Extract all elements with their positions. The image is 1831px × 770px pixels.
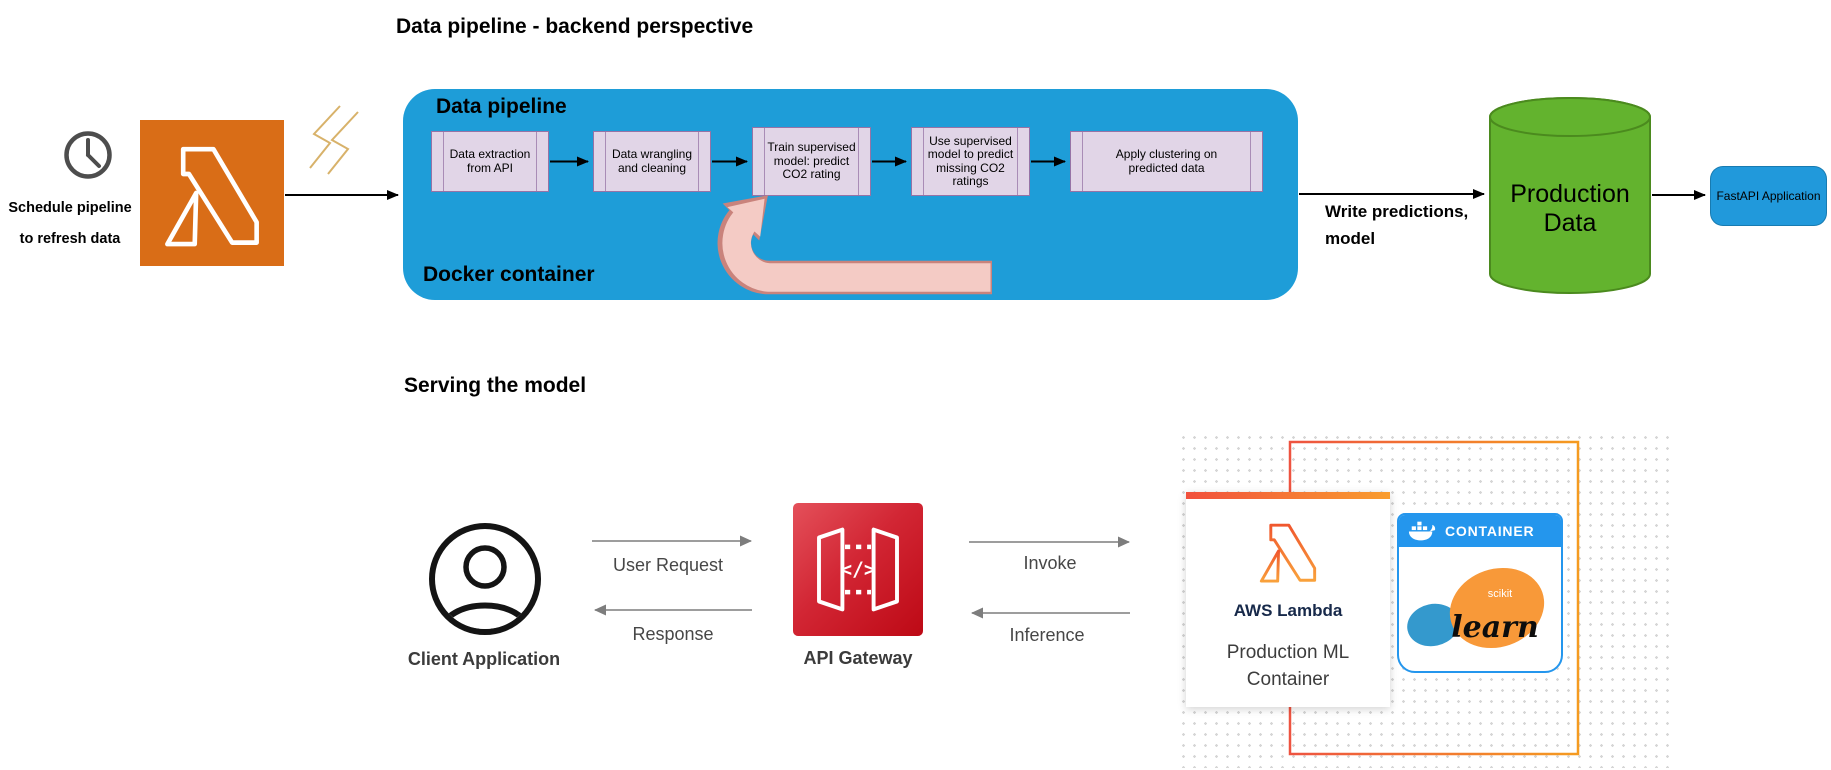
client-application-label: Client Application <box>407 649 561 669</box>
pipeline-step-data-wrangling: Data wrangling and cleaning <box>593 131 711 192</box>
container-header-label: CONTAINER <box>1445 523 1535 539</box>
database-cylinder-icon <box>1489 97 1651 294</box>
docker-container-label: Docker container <box>423 263 595 286</box>
user-request-label: User Request <box>612 555 724 575</box>
fastapi-application-box: FastAPI Application <box>1710 166 1827 226</box>
serving-section-title: Serving the model <box>404 374 587 397</box>
write-predictions-note: Write predictions, model <box>1325 202 1469 248</box>
scikit-text: scikit <box>1488 588 1512 600</box>
pipeline-step-clustering: Apply clustering on predicted data <box>1070 131 1263 192</box>
production-data-label: Production Data <box>1510 180 1630 237</box>
card-gradient-bar <box>1186 492 1390 499</box>
production-ml-container-label: Production ML Container <box>1226 642 1350 690</box>
clock-icon <box>64 131 112 179</box>
learn-text: learn <box>1451 610 1539 645</box>
code-glyph: </> <box>840 558 875 581</box>
inference-label: Inference <box>1009 625 1085 645</box>
api-gateway-icon: </> <box>793 503 923 636</box>
production-data-store: Production Data <box>1487 96 1653 298</box>
response-label: Response <box>632 624 714 644</box>
trigger-zigzag-icon <box>309 105 359 175</box>
backend-section-title: Data pipeline - backend perspective <box>396 15 754 38</box>
scikit-learn-logo: scikit learn <box>1407 567 1545 649</box>
api-gateway-label: API Gateway <box>803 648 913 668</box>
aws-lambda-icon <box>140 120 284 266</box>
scikit-container-card: CONTAINER scikit learn <box>1397 513 1563 673</box>
pipeline-step-train-model: Train supervised model: predict CO2 rati… <box>752 127 871 196</box>
aws-lambda-card: AWS Lambda Production ML Container <box>1186 492 1390 707</box>
docker-whale-icon <box>1408 521 1436 541</box>
client-person-icon <box>429 523 541 635</box>
docker-container-box: Data pipeline Docker container Data extr… <box>403 89 1298 300</box>
lambda-outline-icon <box>1259 523 1317 583</box>
scheduler-caption: Schedule pipeline to refresh data <box>8 200 132 247</box>
aws-lambda-card-title: AWS Lambda <box>1233 601 1343 620</box>
container-card-header: CONTAINER <box>1399 515 1561 547</box>
pipeline-title: Data pipeline <box>436 95 567 118</box>
pipeline-step-data-extraction: Data extraction from API <box>431 131 549 192</box>
invoke-label: Invoke <box>1023 553 1077 573</box>
pipeline-step-predict-missing: Use supervised model to predict missing … <box>911 127 1030 196</box>
